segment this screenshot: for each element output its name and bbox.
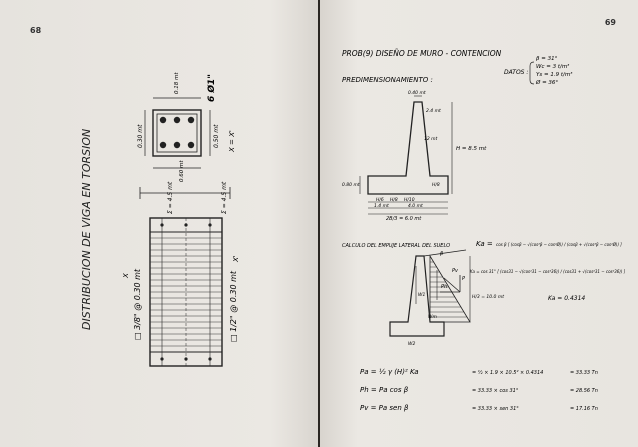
datos-phi: Ø = 36° <box>535 79 558 86</box>
diagram-beta: β <box>440 251 444 257</box>
left-page-number: 68 <box>30 26 42 35</box>
wall-predimension <box>359 95 453 215</box>
beam-title: DISTRIBUCION DE VIGA EN TORSION <box>80 129 93 330</box>
datos-label: DATOS : <box>504 69 528 76</box>
result-ph-expr: = 33.33 × cos 31° <box>472 388 519 394</box>
earth-pressure-heading: CALCULO DEL EMPUJE LATERAL DEL SUELO <box>342 243 450 249</box>
left-page: 68 DISTRIBUCION DE VIGA EN TORSION 0.18 … <box>0 0 318 447</box>
stirrup-label-b: □ 1/2" @ 0.30 mt <box>229 270 238 342</box>
elev-dim-right: Σ = 4.5 mt <box>221 181 228 214</box>
footing-h6: H/6 <box>376 197 384 203</box>
diagram-wm: Wm <box>428 314 437 320</box>
diagram-w1: W1 <box>418 292 425 298</box>
problem-title: PROB(9) DISEÑO DE MURO - CONTENCION <box>342 49 502 58</box>
diagram-ph: Ph <box>441 284 447 290</box>
datos-ys: Ys = 1.9 t/m³ <box>536 71 573 78</box>
footing-h10: H/10 <box>404 197 415 203</box>
ka-substitution: Ka = cos 31° [ (cos31 − √(cos²31 − cos²3… <box>470 269 626 274</box>
footing-h8: H/8 <box>390 197 398 203</box>
result-pa-value: = 33.33 Tn <box>570 370 598 376</box>
datos-beta: β = 31° <box>536 56 558 62</box>
beam-section: 0.18 mt 0.30 mt 0.50 mt 0.60 mt 6 Ø1" X … <box>137 72 236 182</box>
beam-elevation: Σ = 4.5 mt Σ = 4.5 mt X X' □ 3/8" @ 0.30… <box>122 181 240 367</box>
section-height-label: 0.50 mt <box>213 124 220 148</box>
result-pv-lhs: Pv = Pa sen β <box>360 404 409 412</box>
wall-base-thickness: 0.80 mt <box>342 182 360 188</box>
footing-base-width: 2B/3 = 6.0 mt <box>386 216 422 222</box>
elev-xprime-label: X' <box>232 255 240 263</box>
diagram-pv: Pv <box>452 268 459 274</box>
section-axis-label: X = X' <box>228 130 236 153</box>
ka-formula: cos β [ (cosβ − √(cos²β − cos²Ø)) / (cos… <box>496 242 622 247</box>
wall-slope-label: 2.4 mt <box>426 108 441 114</box>
stirrup-label-a: □ 3/8" @ 0.30 mt <box>133 268 142 340</box>
wall-height-label: H = 8.5 mt <box>456 146 487 152</box>
footing-heel-width: 4.0 mt <box>408 203 423 209</box>
result-ph-value: = 28.56 Tn <box>570 388 598 394</box>
diagram-h-label: H/3 = 10.0 mt <box>472 294 504 300</box>
elev-x-label: X <box>122 273 130 279</box>
right-drawing: PROB(9) DISEÑO DE MURO - CONTENCION PRED… <box>342 49 626 412</box>
earth-pressure-diagram <box>389 249 471 337</box>
left-drawing: DISTRIBUCION DE VIGA EN TORSION 0.18 mt … <box>80 72 240 367</box>
footing-toe-width: 1.4 mt <box>374 203 389 209</box>
wall-toe-label: H/8 <box>432 182 440 188</box>
wall-stem-label: 12 mt <box>424 136 438 142</box>
elev-dim-left: Σ = 4.5 mt <box>167 181 174 214</box>
predim-subtitle: PREDIMENSIONAMIENTO : <box>342 76 433 84</box>
section-bottom-label: 0.60 mt <box>179 160 185 182</box>
result-pv-value: = 17.16 Tn <box>570 406 598 412</box>
result-pa-expr: = ½ × 1.9 × 10.5² × 0.4314 <box>472 369 543 376</box>
diagram-w2: W2 <box>408 341 415 347</box>
datos-wc: Wc = 3 t/m³ <box>536 63 570 70</box>
section-width-label: 0.30 mt <box>137 124 144 148</box>
section-top-label: 0.18 mt <box>174 72 180 94</box>
section-rebar-label: 6 Ø1" <box>206 74 217 102</box>
diagram-p: P <box>462 276 465 282</box>
right-page-number: 69 <box>604 18 616 27</box>
right-page: 69 PROB(9) DISEÑO DE MURO - CONTENCION P… <box>320 0 638 447</box>
result-ph-lhs: Ph = Pa cos β <box>360 386 409 394</box>
wall-top-width: 0.40 mt <box>408 90 426 96</box>
result-pv-expr: = 33.33 × sen 31° <box>472 406 519 412</box>
ka-lhs: Ka = <box>476 240 493 248</box>
ka-value: Ka = 0.4314 <box>548 295 585 302</box>
result-pa-lhs: Pa = ½ γ (H)² Ka <box>360 368 419 376</box>
